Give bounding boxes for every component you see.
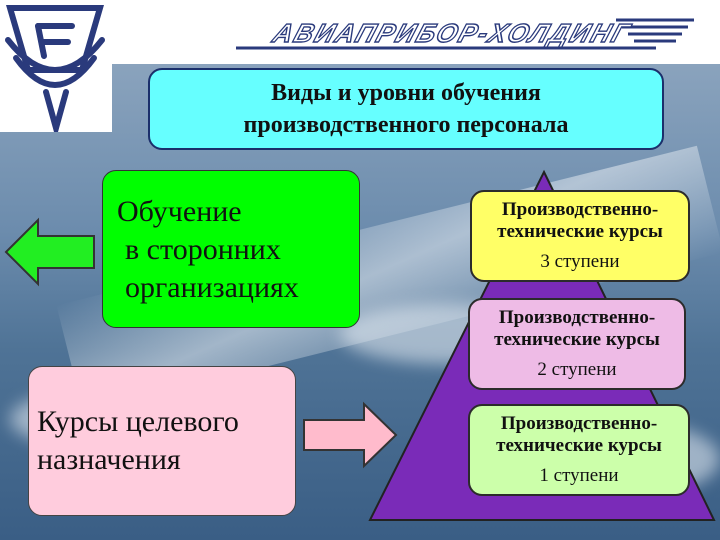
external-training-box: Обучение в сторонних организациях — [102, 170, 360, 328]
level-2-line-1: Производственно- — [498, 307, 656, 328]
external-training-line-1: Обучение — [117, 195, 242, 228]
external-training-line-3: организациях — [125, 271, 299, 304]
header-bar: АВИАПРИБОР-ХОЛДИНГ — [0, 0, 720, 64]
target-courses-line-1: Курсы целевого — [37, 405, 239, 438]
company-logo — [0, 0, 112, 140]
title-line-1: Виды и уровни обучения — [271, 80, 541, 106]
arrow-left-icon — [4, 217, 95, 287]
level-3-line-1: Производственно- — [501, 199, 659, 220]
level-3-line-2: технические курсы — [497, 221, 663, 242]
external-training-line-2: в сторонних — [125, 233, 281, 266]
level-1-line-2: технические курсы — [496, 435, 662, 456]
level-1-line-1: Производственно- — [500, 413, 658, 434]
level-2-line-2: технические курсы — [494, 329, 660, 350]
level-3-label: 3 ступени — [540, 251, 620, 272]
target-courses-line-2: назначения — [37, 443, 181, 476]
slide-title: Виды и уровни обучения производственного… — [148, 68, 664, 150]
target-courses-box: Курсы целевого назначения — [28, 366, 296, 516]
pyramid-level-3: Производственно- технические курсы 3 сту… — [470, 190, 690, 282]
level-1-label: 1 ступени — [539, 465, 619, 486]
pyramid-level-1: Производственно- технические курсы 1 сту… — [468, 404, 690, 496]
company-emblem-icon — [5, 5, 105, 140]
brand-logotype: АВИАПРИБОР-ХОЛДИНГ — [236, 14, 694, 52]
level-2-label: 2 ступени — [537, 359, 617, 380]
title-line-2: производственного персонала — [243, 112, 569, 138]
arrow-right-icon — [303, 401, 398, 469]
pyramid-level-2: Производственно- технические курсы 2 сту… — [468, 298, 686, 390]
